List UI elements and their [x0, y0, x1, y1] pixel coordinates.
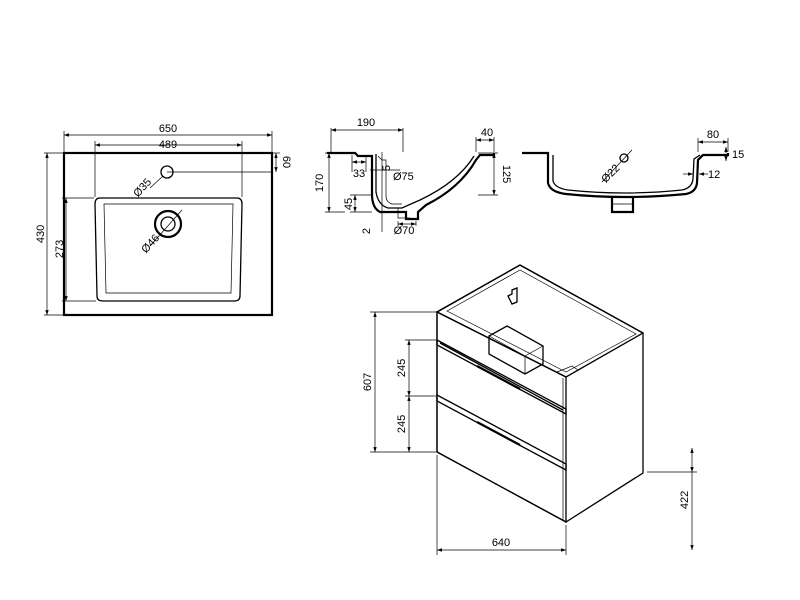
basin-outline [62, 151, 274, 317]
dim-overall-width: 650 [159, 123, 177, 135]
cabinet-front-frame [436, 310, 567, 524]
label-trap-diameter: Ø70 [394, 225, 415, 237]
wall-bracket [507, 287, 518, 305]
front-hole [619, 153, 629, 163]
dim-rim-thickness: 15 [732, 149, 744, 161]
basin-front-section: Ø22 80 15 12 [522, 129, 744, 214]
siphon-cutout [488, 325, 544, 375]
dim-drawer-bottom-height: 245 [396, 415, 408, 433]
dim-section-height: 170 [314, 174, 326, 192]
label-small-note: 2 [361, 228, 373, 234]
dim-basin-depth: 273 [54, 240, 66, 258]
label-slope: 5 [381, 165, 393, 171]
cabinet-side-panel [436, 264, 644, 523]
side-basin-inner [375, 154, 475, 209]
waste-hole-outer [153, 209, 183, 239]
drawer-top-handle [476, 365, 521, 390]
side-basin-profile [327, 151, 496, 221]
basin-bowl-outline [94, 197, 243, 302]
drawer-bottom-handle [476, 421, 521, 446]
dim-tap-offset-width: 489 [159, 139, 177, 151]
dim-overflow-offset: 33 [353, 168, 365, 180]
front-basin-profile [522, 151, 730, 199]
dim-rim-depth: 40 [481, 127, 493, 139]
dim-wall-thickness: 12 [708, 169, 720, 181]
vanity-cabinet: 607 245 245 640 422 [362, 264, 697, 555]
dim-depth-to-waste: 190 [357, 117, 375, 129]
dim-drawer-top-height: 245 [396, 359, 408, 377]
waste-hole-inner [160, 216, 176, 232]
dim-overall-depth: 430 [35, 225, 47, 243]
label-waste-diameter: Ø75 [393, 171, 414, 183]
basin-side-section: 190 40 170 125 33 5 Ø75 45 Ø70 2 [314, 117, 512, 237]
front-waste-outlet [610, 197, 635, 214]
front-basin-inner [552, 154, 701, 194]
dim-tap-from-edge: 60 [280, 156, 292, 168]
dim-rim-width: 80 [707, 129, 719, 141]
dim-trap-offset: 45 [343, 198, 355, 210]
basin-bowl-inner [103, 203, 234, 294]
dim-basin-height: 125 [500, 165, 512, 183]
drawer-top [436, 338, 567, 416]
basin-top-view: 650 489 430 273 60 Ø35 Ø46 [35, 123, 292, 317]
label-front-hole-diameter: Ø22 [599, 162, 622, 185]
dim-cabinet-height: 607 [362, 373, 374, 391]
label-tap-hole-diameter: Ø35 [131, 176, 154, 199]
dim-floor-clearance: 422 [679, 491, 691, 509]
dim-cabinet-width: 640 [492, 537, 510, 549]
